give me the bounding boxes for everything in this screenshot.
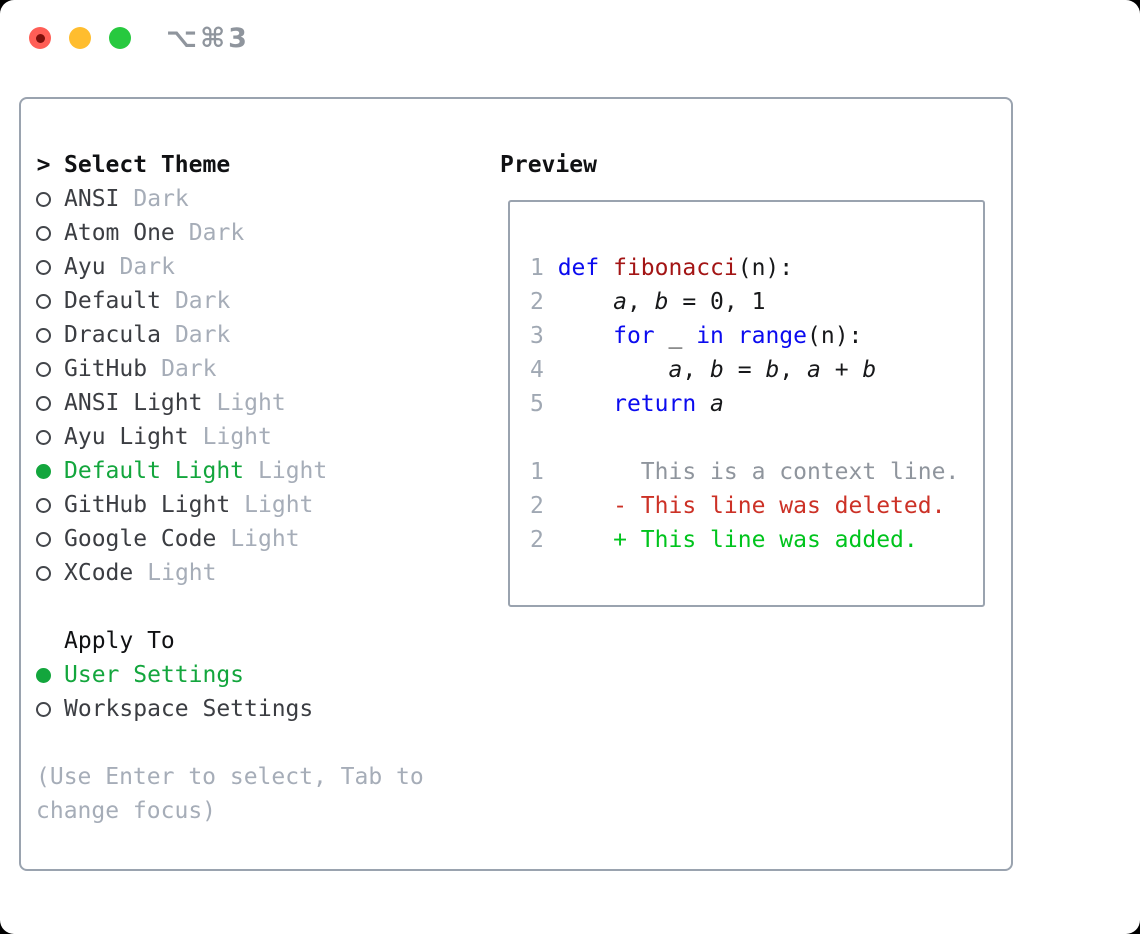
code-line: 2 - This line was deleted.	[530, 493, 946, 519]
theme-option[interactable]: Ayu Dark	[36, 250, 175, 284]
theme-option-label: Default Light	[64, 458, 245, 484]
code-line: 2 a, b = 0, 1	[530, 289, 766, 315]
line-number: 5	[530, 391, 558, 417]
code-line: 3 for _ in range(n):	[530, 323, 863, 349]
radio-icon	[36, 293, 51, 309]
theme-option-label: GitHub	[64, 356, 148, 382]
theme-option-label: Google Code	[64, 526, 217, 552]
line-number: 2	[530, 493, 558, 519]
theme-option[interactable]: ANSI Dark	[36, 182, 189, 216]
theme-option-label: Dracula	[64, 322, 161, 348]
theme-option[interactable]: Google Code Light	[36, 522, 300, 556]
theme-option-tag: Dark	[133, 186, 189, 212]
theme-option-tag: Light	[147, 560, 217, 586]
theme-option-tag: Light	[244, 492, 314, 518]
theme-option-label: XCode	[64, 560, 134, 586]
radio-icon	[36, 225, 51, 241]
theme-option-tag: Light	[258, 458, 328, 484]
select-theme-title: Select Theme	[64, 152, 231, 178]
theme-option[interactable]: ANSI Light Light	[36, 386, 286, 420]
theme-option-label: ANSI	[64, 186, 120, 212]
theme-option[interactable]: Atom One Dark	[36, 216, 244, 250]
apply-option-label: User Settings	[64, 662, 245, 688]
radio-icon	[36, 429, 51, 445]
theme-option-label: Default	[64, 288, 161, 314]
line-number: 4	[530, 357, 558, 383]
theme-option-label: Ayu	[64, 254, 106, 280]
radio-icon	[36, 259, 51, 275]
code-line	[530, 421, 959, 455]
theme-option-label: Atom One	[64, 220, 175, 246]
code-line: 1 def fibonacci(n):	[530, 255, 794, 281]
radio-icon	[36, 667, 51, 683]
code-line: 1 This is a context line.	[530, 459, 960, 485]
code-line: 2 + This line was added.	[530, 527, 918, 553]
code-preview: 1 def fibonacci(n): 2 a, b = 0, 1 3 for _ …	[530, 251, 959, 557]
close-button-dot-icon	[35, 33, 45, 43]
apply-to-header: Apply To	[36, 624, 175, 658]
prompt-icon: >	[36, 152, 51, 178]
theme-option-tag: Dark	[174, 288, 231, 314]
line-number: 2	[530, 527, 558, 553]
apply-option-label: Workspace Settings	[64, 696, 314, 722]
theme-option-label: Ayu Light	[64, 424, 189, 450]
theme-option-tag: Light	[230, 526, 300, 552]
theme-option[interactable]: Dracula Dark	[36, 318, 230, 352]
theme-option[interactable]: XCode Light	[36, 556, 217, 590]
radio-icon	[36, 565, 51, 581]
zoom-button[interactable]	[109, 27, 131, 49]
theme-option[interactable]: Default Light Light	[36, 454, 327, 488]
theme-option-tag: Dark	[119, 254, 175, 280]
line-number: 1	[530, 459, 558, 485]
line-number: 1	[530, 255, 558, 281]
theme-option-tag: Dark	[188, 220, 245, 246]
radio-icon	[36, 395, 51, 411]
preview-pane: 1 def fibonacci(n): 2 a, b = 0, 1 3 for _ …	[508, 200, 985, 607]
radio-icon	[36, 463, 51, 479]
apply-to-title: Apply To	[64, 628, 175, 654]
radio-icon	[36, 701, 51, 717]
theme-option[interactable]: GitHub Light Light	[36, 488, 313, 522]
radio-icon	[36, 327, 51, 343]
code-line: 5 return a	[530, 391, 724, 417]
theme-option-tag: Dark	[161, 356, 217, 382]
code-line: 4 a, b = b, a + b	[530, 357, 877, 383]
preview-title: Preview	[500, 152, 597, 178]
minimize-button[interactable]	[69, 27, 91, 49]
theme-option-tag: Dark	[174, 322, 231, 348]
theme-option[interactable]: Default Dark	[36, 284, 230, 318]
help-text: (Use Enter to select, Tab to change focu…	[36, 764, 424, 824]
apply-option[interactable]: Workspace Settings	[36, 692, 313, 726]
radio-icon	[36, 497, 51, 513]
theme-option[interactable]: GitHub Dark	[36, 352, 216, 386]
theme-option[interactable]: Ayu Light Light	[36, 420, 272, 454]
close-button[interactable]	[29, 27, 51, 49]
theme-option-tag: Light	[216, 390, 286, 416]
radio-icon	[36, 361, 51, 377]
theme-option-label: ANSI Light	[64, 390, 203, 416]
theme-option-tag: Light	[202, 424, 272, 450]
window-title-shortcut: ⌥⌘3	[166, 23, 250, 54]
radio-icon	[36, 531, 51, 547]
apply-option[interactable]: User Settings	[36, 658, 244, 692]
radio-icon	[36, 191, 51, 207]
theme-option-label: GitHub Light	[64, 492, 231, 518]
select-theme-header: > Select Theme	[36, 148, 231, 182]
line-number: 2	[530, 289, 558, 315]
line-number: 3	[530, 323, 558, 349]
